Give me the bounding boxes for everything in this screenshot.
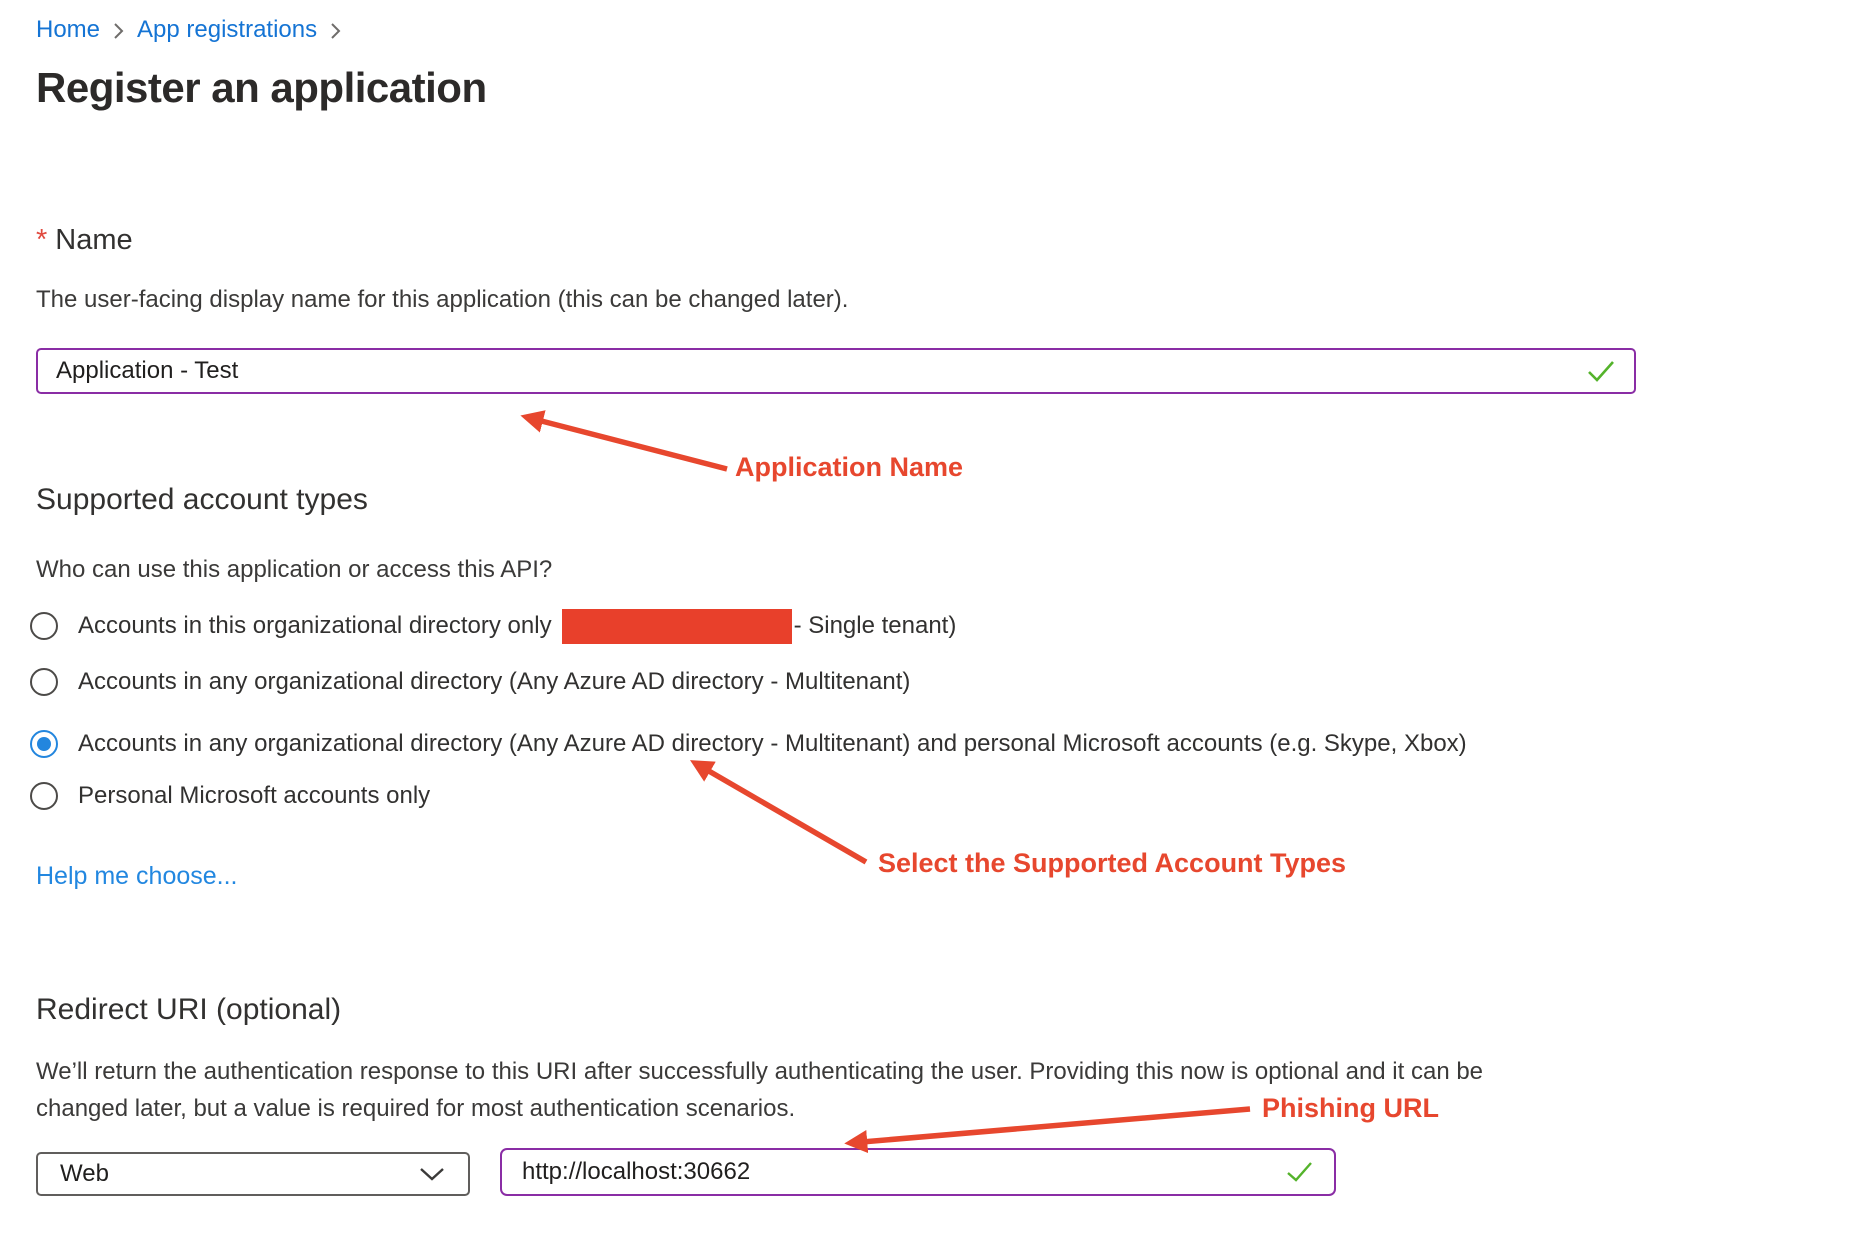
chevron-right-icon [112,21,125,41]
radio-option-single-tenant[interactable]: Accounts in this organizational director… [30,598,956,654]
chevron-down-icon [418,1166,446,1182]
name-label-text: Name [55,224,133,256]
valid-check-icon [1586,359,1616,383]
radio-option-personal-only[interactable]: Personal Microsoft accounts only [30,768,430,824]
redirect-uri-description-line2: changed later, but a value is required f… [36,1095,796,1122]
platform-select-value: Web [60,1160,109,1187]
name-field-description: The user-facing display name for this ap… [36,286,849,313]
breadcrumb-home-link[interactable]: Home [36,16,101,43]
radio-label-text: Personal Microsoft accounts only [78,782,431,809]
radio-button-selected-icon[interactable] [30,730,58,758]
application-name-value: Application - Test [56,357,239,384]
radio-button-icon[interactable] [30,668,58,696]
arrow-to-account-type [690,760,868,865]
redirect-uri-description-line1: We’ll return the authentication response… [36,1058,1484,1085]
application-name-input[interactable]: Application - Test [36,348,1636,394]
radio-label-text: Accounts in this organizational director… [78,612,552,639]
radio-option-label: Accounts in this organizational director… [78,608,957,644]
page-title: Register an application [36,64,487,111]
account-types-question: Who can use this application or access t… [36,556,553,583]
redirect-uri-description: We’ll return the authentication response… [36,1053,1483,1127]
breadcrumb-app-registrations-link[interactable]: App registrations [137,16,318,43]
radio-option-multitenant-personal[interactable]: Accounts in any organizational directory… [30,716,1467,772]
radio-label-text: - Single tenant) [793,612,957,639]
radio-option-label: Accounts in any organizational directory… [78,730,1467,758]
supported-account-types-heading: Supported account types [36,483,368,516]
redirect-uri-value: http://localhost:30662 [522,1158,751,1185]
radio-label-text: Accounts in any organizational directory… [78,668,911,695]
radio-button-icon[interactable] [30,612,58,640]
redirect-uri-heading: Redirect URI (optional) [36,993,342,1026]
radio-option-label: Personal Microsoft accounts only [78,782,430,810]
platform-select[interactable]: Web [36,1152,470,1196]
arrow-to-name-input [520,410,728,472]
radio-option-multitenant[interactable]: Accounts in any organizational directory… [30,654,910,710]
valid-check-icon [1286,1161,1314,1183]
annotation-application-name: Application Name [735,452,964,482]
name-field-label: *Name [36,224,133,257]
radio-button-icon[interactable] [30,782,58,810]
radio-option-label: Accounts in any organizational directory… [78,668,910,696]
help-me-choose-link[interactable]: Help me choose... [36,862,238,890]
required-asterisk: * [36,224,48,256]
radio-label-text: Accounts in any organizational directory… [78,730,1467,757]
annotation-account-types: Select the Supported Account Types [878,848,1347,878]
redirect-uri-input[interactable]: http://localhost:30662 [500,1148,1336,1196]
breadcrumb: Home App registrations [36,16,342,44]
annotation-phishing-url: Phishing URL [1262,1093,1439,1123]
redaction-box [561,608,792,644]
chevron-right-icon [329,21,342,41]
